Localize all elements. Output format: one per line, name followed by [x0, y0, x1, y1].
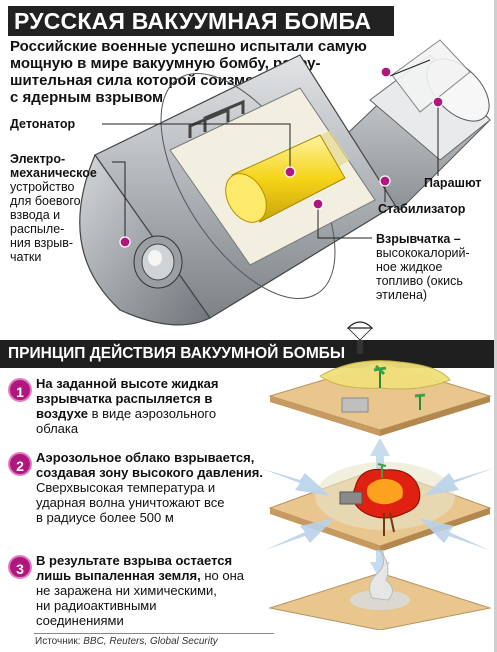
step-line: в виде аэрозольного — [88, 406, 217, 421]
label-line: ния взрыв- — [10, 236, 74, 250]
stage-1-ground — [268, 360, 492, 436]
label-line: механическое — [10, 166, 97, 180]
step-line: ударная волна уничтожают все — [36, 495, 225, 510]
explosive-cylinder — [225, 134, 346, 223]
step-2-number: 2 — [8, 452, 32, 476]
label-electromechanical: Электро- механическое устройство для бое… — [10, 152, 115, 264]
stage-3-ground — [268, 549, 492, 630]
step-3-text: В результате взрыва остается лишь выпале… — [36, 553, 276, 628]
label-stabilizer: Стабилизатор — [378, 202, 466, 216]
leader-lines — [102, 59, 439, 240]
step-line: ни радиоактивными — [36, 598, 157, 613]
step-3-number: 3 — [8, 555, 32, 579]
label-parachute: Парашют — [424, 176, 482, 190]
intro-line: шительная сила которой соизмерима — [10, 72, 292, 89]
step-line: соединениями — [36, 613, 124, 628]
section-title: ПРИНЦИП ДЕЙСТВИЯ ВАКУУМНОЙ БОМБЫ — [8, 345, 346, 362]
step-line: лишь выпаленная земля, — [36, 568, 201, 583]
source-note: Источник: BBC, Reuters, Global Security — [35, 636, 218, 647]
intro-line: с ядерным взрывом — [10, 89, 164, 106]
label-line: для боевого — [10, 194, 81, 208]
bomb-illustration — [79, 39, 491, 326]
step-1-number: 1 — [8, 378, 32, 402]
label-line: этилена) — [376, 288, 428, 302]
marker-dots — [119, 66, 444, 248]
section-bar — [0, 340, 497, 368]
step-line: облака — [36, 421, 79, 436]
label-line: высококалорий- — [376, 246, 470, 260]
stages-illustration — [260, 321, 494, 630]
nose-fuze — [133, 235, 183, 289]
intro-line: мощную в мире вакуумную бомбу, разру- — [10, 55, 321, 72]
step-line: в радиусе более 500 м — [36, 510, 174, 525]
label-detonator: Детонатор — [10, 117, 76, 131]
step-line: создавая зону высокого давления. — [36, 465, 263, 480]
intro-text: Российские военные успешно испытали саму… — [10, 38, 410, 106]
stage-2-ground — [260, 438, 494, 580]
step-line: не заражена ни химическими, — [36, 583, 217, 598]
source-prefix: Источник: — [35, 636, 84, 647]
parachute-icon — [346, 321, 374, 354]
step-line: На заданной высоте жидкая — [36, 376, 219, 391]
label-line: взвода и — [10, 208, 61, 222]
intro-line: Российские военные успешно испытали саму… — [10, 38, 367, 55]
page-title: РУССКАЯ ВАКУУМНАЯ БОМБА — [8, 6, 394, 36]
label-line: чатки — [10, 250, 42, 264]
step-line: Аэрозольное облако взрывается, — [36, 450, 255, 465]
label-line: Электро- — [10, 152, 66, 166]
step-2-text: Аэрозольное облако взрывается, создавая … — [36, 450, 291, 525]
label-line: ное жидкое — [376, 260, 443, 274]
step-line: взрывчатка распыляется в — [36, 391, 213, 406]
source-divider — [34, 633, 274, 634]
label-line: распыле- — [10, 222, 65, 236]
step-line: Сверхвысокая температура и — [36, 480, 216, 495]
label-explosive: Взрывчатка – высококалорий- ное жидкое т… — [376, 232, 494, 302]
step-line: но она — [200, 568, 245, 583]
source-names: BBC, Reuters, Global Security — [83, 636, 218, 647]
step-line: В результате взрыва остается — [36, 553, 233, 568]
suspension-lug — [188, 99, 245, 138]
step-line: воздухе — [36, 406, 88, 421]
label-line: устройство — [10, 180, 75, 194]
page-edge — [494, 0, 497, 652]
label-line: Взрывчатка – — [376, 232, 461, 246]
step-1-text: На заданной высоте жидкая взрывчатка рас… — [36, 376, 276, 436]
label-line: топливо (окись — [376, 274, 463, 288]
